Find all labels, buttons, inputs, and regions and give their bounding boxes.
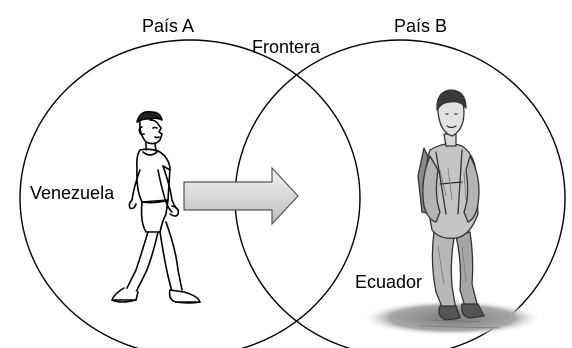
country-a-label: País A <box>142 16 195 36</box>
hiker-icon <box>362 89 542 336</box>
walking-man-icon <box>111 110 201 304</box>
origin-label: Venezuela <box>30 183 115 203</box>
country-a-circle <box>19 39 361 348</box>
arrow-icon <box>183 166 299 226</box>
destination-label: Ecuador <box>355 272 423 292</box>
country-b-label: País B <box>394 16 448 36</box>
border-label: Frontera <box>252 37 321 57</box>
